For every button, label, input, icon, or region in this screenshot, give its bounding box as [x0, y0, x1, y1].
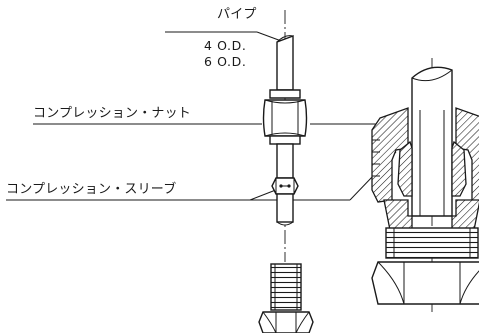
label-od-4: 4 O.D.	[204, 38, 246, 53]
left-compression-nut	[262, 89, 308, 145]
section-pipe	[411, 66, 453, 217]
left-compression-sleeve	[271, 177, 299, 195]
section-nut-right	[455, 107, 479, 202]
left-pipe-lower	[276, 143, 294, 179]
section-sleeve	[397, 140, 467, 197]
label-od-6: 6 O.D.	[204, 54, 246, 69]
right-cross-section	[371, 58, 479, 312]
label-compression-nut: コンプレッション・ナット	[33, 106, 191, 121]
section-body	[383, 199, 479, 259]
left-pipe	[276, 34, 294, 91]
left-exploded-assembly	[258, 10, 314, 333]
section-hex-base	[371, 261, 479, 305]
left-pipe-end	[276, 193, 294, 226]
label-pipe: パイプ	[217, 7, 257, 22]
label-compression-sleeve: コンプレッション・スリーブ	[6, 181, 176, 197]
section-nut-left	[371, 107, 409, 203]
left-fitting-body	[258, 263, 314, 333]
